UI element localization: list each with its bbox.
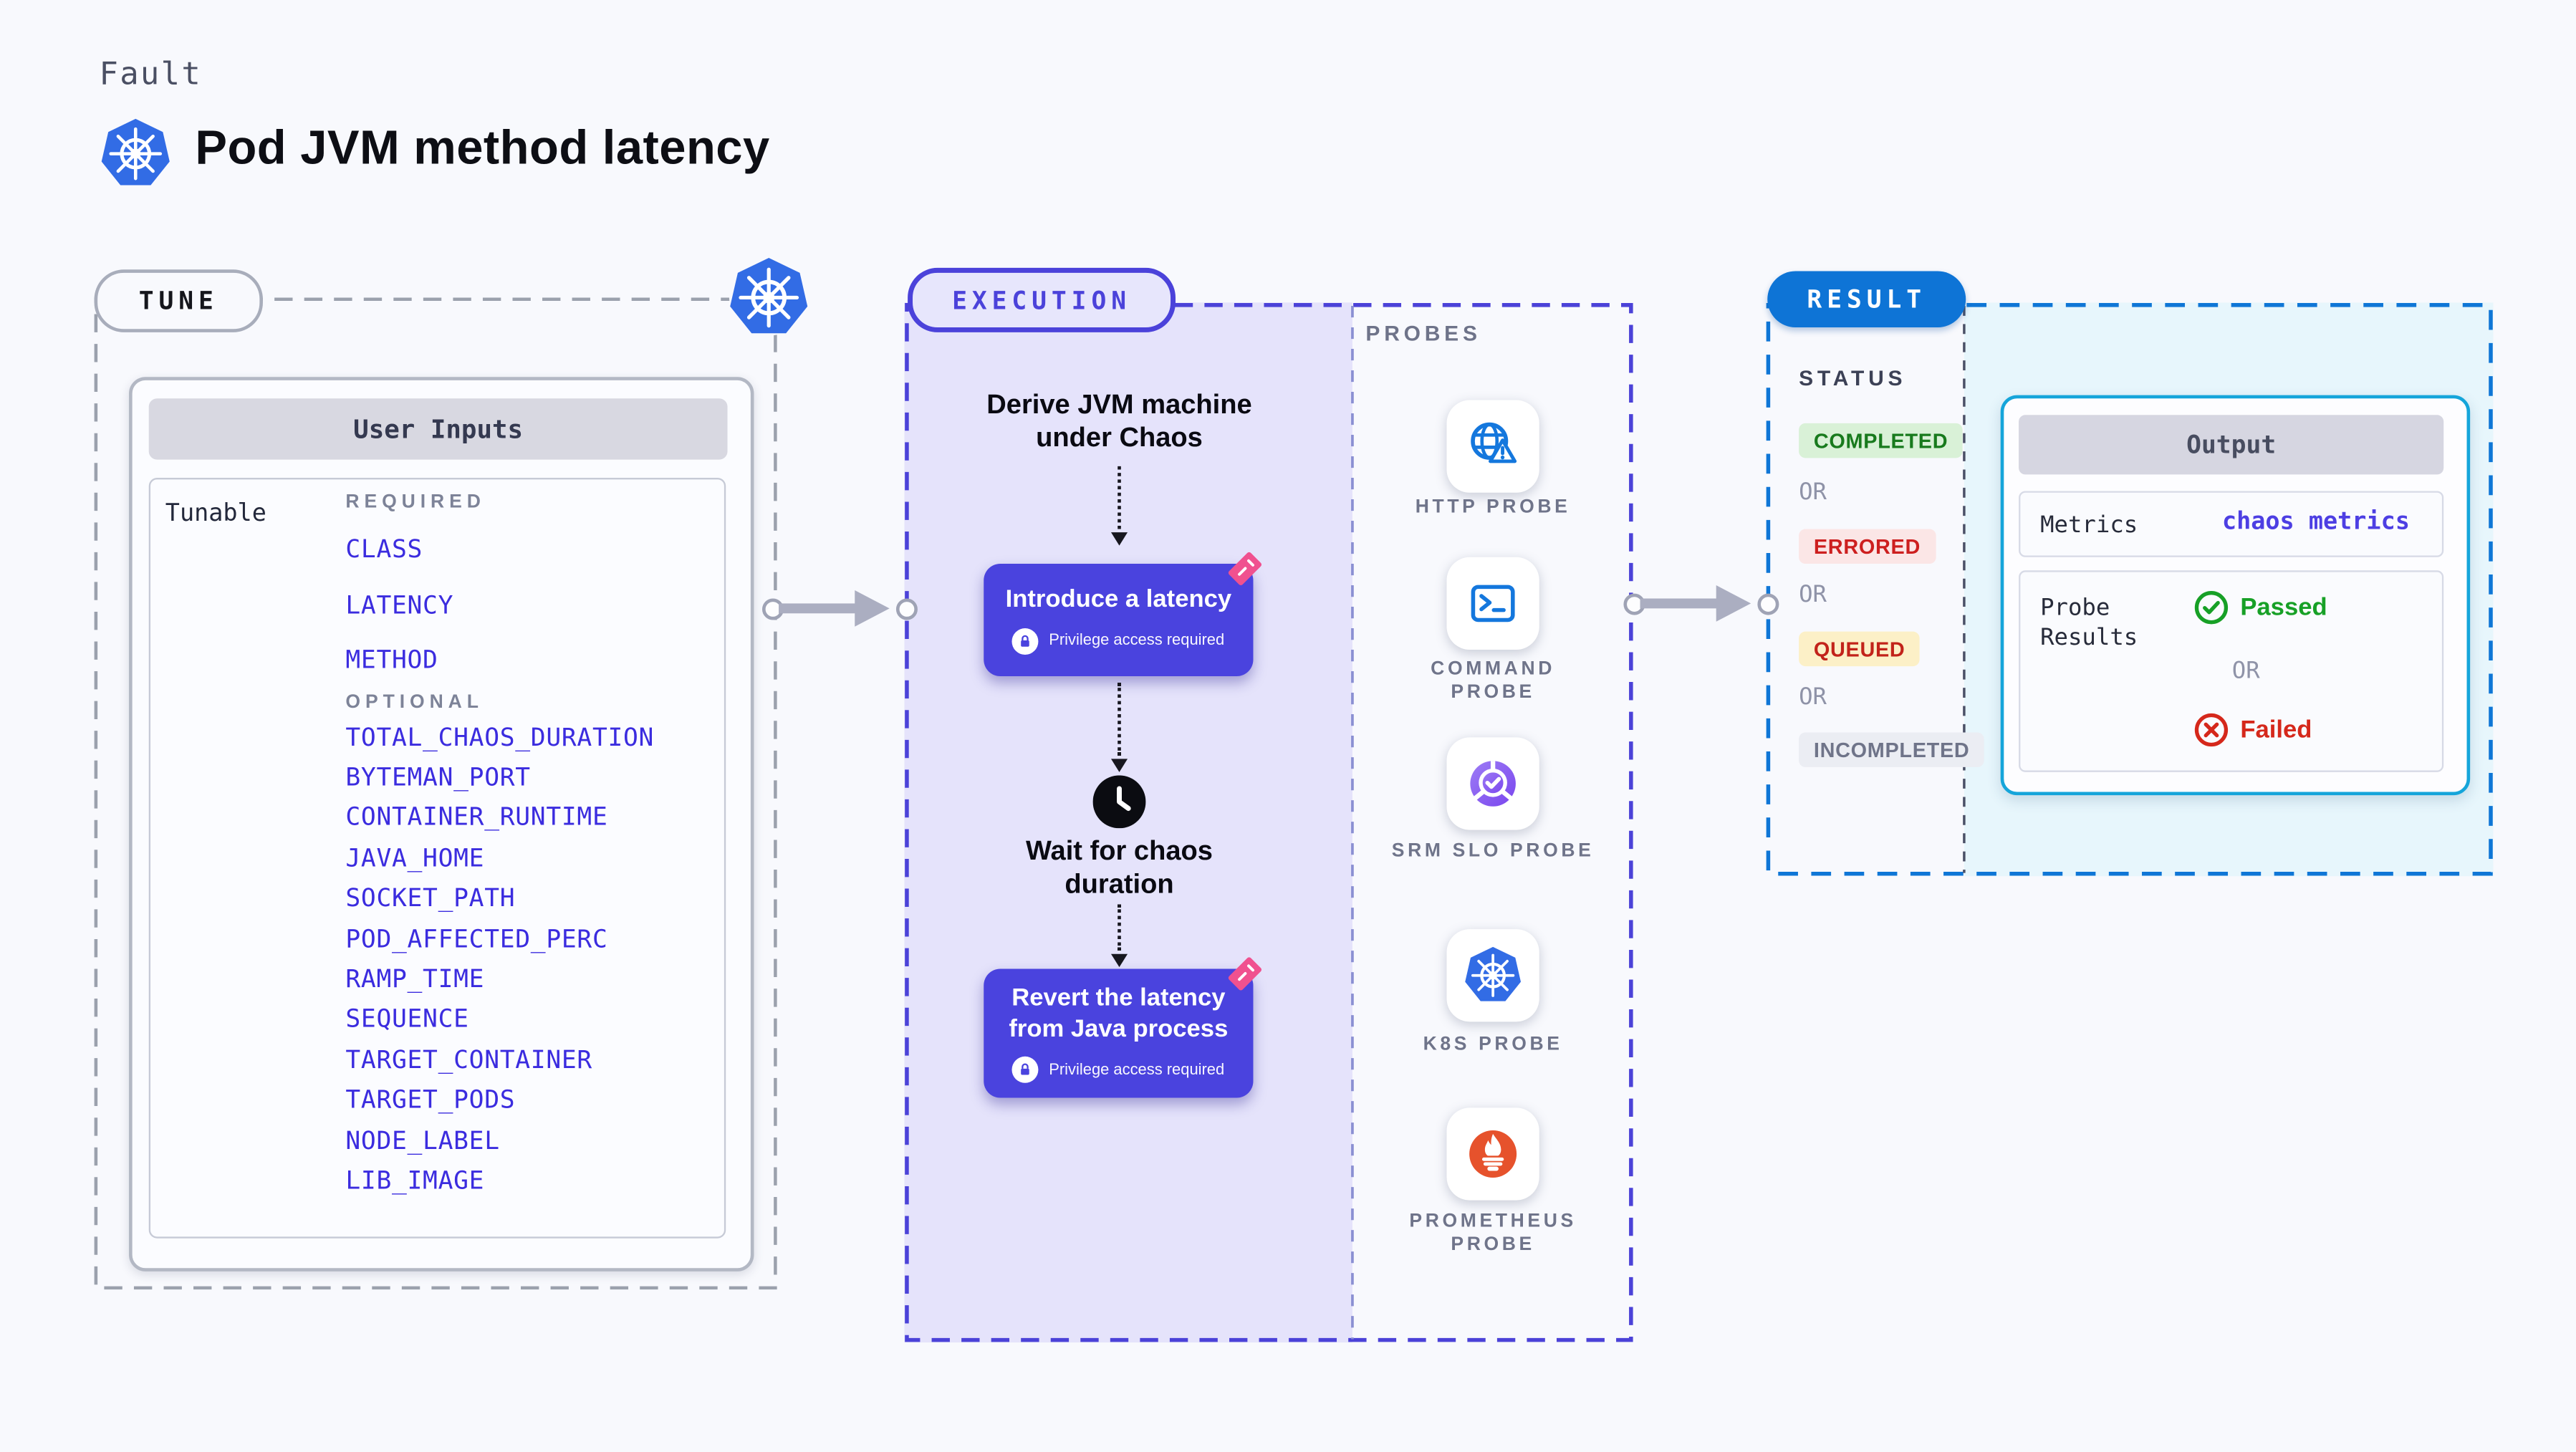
privilege-note: Privilege access required: [1012, 1056, 1224, 1083]
output-card: Output Metrics chaos metrics Probe Resul…: [2000, 395, 2471, 796]
optional-group-label: OPTIONAL: [345, 691, 484, 712]
probe-results-row: Probe Results Passed OR Failed: [2019, 570, 2444, 772]
flow-connector: [1118, 466, 1121, 529]
fault-eyebrow: Fault: [99, 56, 203, 93]
kubernetes-corner-icon: [728, 256, 810, 336]
arrow-line: [1640, 598, 1720, 609]
parameter-item: NODE_LABEL: [345, 1125, 500, 1155]
probe-card: [1446, 737, 1539, 830]
globe-alert-icon: [1471, 422, 1517, 463]
user-inputs-card: User Inputs Tunable REQUIRED CLASS LATEN…: [129, 377, 754, 1271]
flow-arrowhead: [1110, 759, 1128, 772]
status-badge-completed: COMPLETED: [1799, 423, 1964, 458]
parameter-item: LATENCY: [345, 589, 454, 620]
flow-connector: [1118, 683, 1121, 756]
user-inputs-table: Tunable REQUIRED CLASS LATENCY METHOD OP…: [148, 478, 726, 1239]
wait-step-text: Wait for chaos duration: [1026, 836, 1213, 899]
arrow-probes-to-result: [1623, 584, 1779, 623]
tune-section-label: TUNE: [94, 269, 263, 332]
parameter-item: SEQUENCE: [345, 1004, 469, 1034]
parameter-item: CLASS: [345, 534, 423, 564]
tune-dashed-box: [94, 297, 777, 1290]
parameter-item: BYTEMAN_PORT: [345, 761, 531, 792]
parameter-item: TARGET_PODS: [345, 1085, 516, 1115]
required-group-label: REQUIRED: [345, 492, 486, 513]
status-column-label: STATUS: [1799, 365, 1907, 390]
revert-latency-card: Revert the latency from Java process Pri…: [984, 968, 1254, 1098]
probes-column-label: PROBES: [1365, 320, 1481, 346]
execution-dashed-box: [905, 303, 1633, 1342]
chaos-step-title: Introduce a latency: [1005, 585, 1232, 614]
flow-arrowhead: [1110, 532, 1128, 546]
probe-label: COMMAND PROBE: [1431, 659, 1556, 703]
arrow-line: [779, 603, 858, 614]
passed-indicator: Passed: [2194, 590, 2327, 625]
result-section-label: RESULT: [1767, 271, 1966, 327]
parameter-item: LIB_IMAGE: [345, 1165, 485, 1196]
check-circle-icon: [2194, 591, 2229, 625]
parameter-item: SOCKET_PATH: [345, 883, 516, 913]
arrow-head: [1716, 585, 1751, 622]
slo-donut-check-icon: [1470, 761, 1516, 807]
flow-connector: [1118, 904, 1121, 951]
kubernetes-icon: [1464, 946, 1523, 1005]
execution-section-label: EXECUTION: [908, 267, 1176, 332]
metrics-row: Metrics chaos metrics: [2019, 491, 2444, 557]
tunable-row-label: Tunable: [165, 501, 266, 528]
status-badge-queued: QUEUED: [1799, 631, 1921, 667]
parameter-item: POD_AFFECTED_PERC: [345, 923, 608, 953]
parameter-item: JAVA_HOME: [345, 842, 485, 872]
probe-card: [1446, 1107, 1539, 1201]
status-badge-errored: ERRORED: [1799, 529, 1936, 564]
derive-step-text: Derive JVM machine under Chaos: [986, 390, 1252, 453]
arrow-tune-to-execution: [761, 589, 918, 628]
metrics-label: Metrics: [2040, 512, 2138, 539]
clock-icon: [1092, 775, 1146, 829]
or-separator: OR: [2231, 658, 2260, 685]
probe-card: [1446, 557, 1539, 650]
lock-icon: [1012, 1056, 1039, 1083]
terminal-icon: [1471, 585, 1515, 622]
or-separator: OR: [1799, 684, 1827, 711]
kubernetes-icon: [99, 117, 172, 191]
result-dashed-box: [1766, 303, 2493, 876]
connector-dot: [761, 597, 784, 620]
failed-indicator: Failed: [2194, 713, 2312, 747]
probe-card: [1446, 929, 1539, 1022]
required-parameter-list: CLASS LATENCY METHOD: [345, 522, 709, 688]
page-title: Pod JVM method latency: [195, 122, 770, 176]
or-separator: OR: [1799, 582, 1827, 609]
x-circle-icon: [2194, 713, 2229, 747]
chaos-step-title: Revert the latency from Java process: [1009, 984, 1229, 1043]
connector-dot: [895, 597, 918, 620]
probe-label: PROMETHEUS PROBE: [1409, 1211, 1577, 1255]
introduce-latency-card: Introduce a latency Privilege access req…: [984, 564, 1254, 676]
user-inputs-title: User Inputs: [148, 398, 728, 460]
status-badge-incompleted: INCOMPLETED: [1799, 732, 1985, 767]
privilege-note: Privilege access required: [1012, 628, 1224, 655]
probe-card: [1446, 400, 1539, 493]
output-title: Output: [2019, 415, 2444, 475]
parameter-item: METHOD: [345, 645, 438, 675]
parameter-column: REQUIRED CLASS LATENCY METHOD OPTIONAL T…: [345, 493, 709, 1201]
chaos-badge-icon: [1225, 954, 1264, 994]
lock-icon: [1012, 628, 1039, 655]
optional-parameter-list: TOTAL_CHAOS_DURATION BYTEMAN_PORT CONTAI…: [345, 717, 709, 1201]
flow-arrowhead: [1110, 953, 1128, 968]
chaos-badge-icon: [1225, 549, 1264, 588]
or-separator: OR: [1799, 479, 1827, 506]
probe-results-label: Probe Results: [2040, 595, 2138, 652]
prometheus-flame-icon: [1469, 1130, 1517, 1178]
parameter-item: TOTAL_CHAOS_DURATION: [345, 721, 655, 751]
parameter-item: TARGET_CONTAINER: [345, 1044, 592, 1074]
parameter-item: CONTAINER_RUNTIME: [345, 802, 608, 832]
arrow-head: [855, 590, 890, 627]
probe-label: K8S PROBE: [1423, 1034, 1563, 1055]
connector-dot: [1757, 592, 1779, 615]
probe-label: SRM SLO PROBE: [1391, 841, 1595, 862]
probe-label: HTTP PROBE: [1415, 497, 1571, 518]
metrics-value: chaos metrics: [2221, 509, 2410, 536]
parameter-item: RAMP_TIME: [345, 963, 485, 994]
